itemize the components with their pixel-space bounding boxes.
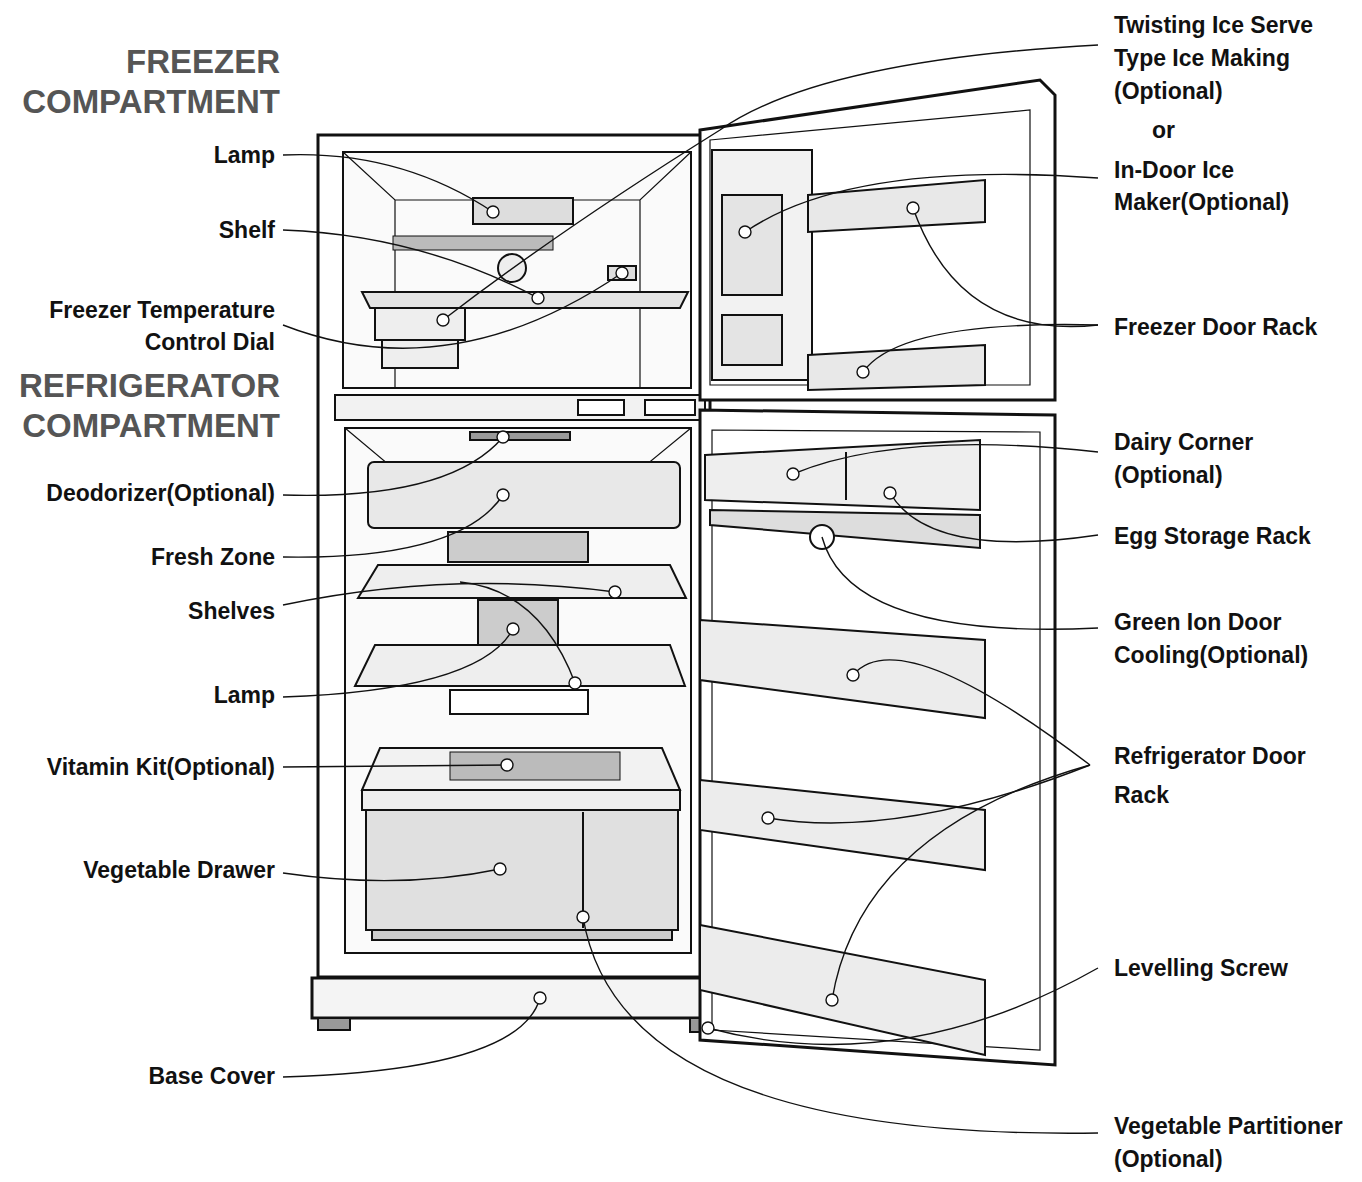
part-label: Shelves [0,595,275,627]
part-label: Twisting Ice Serve Type Ice Making (Opti… [1114,9,1359,108]
part-label: In-Door Ice Maker(Optional) [1114,154,1344,218]
connector-word: or [1152,114,1212,146]
part-label: Freezer Temperature Control Dial [0,294,275,358]
part-label: Green Ion Door Cooling(Optional) [1114,606,1344,672]
part-label: Vitamin Kit(Optional) [0,751,275,783]
part-label: Egg Storage Rack [1114,520,1362,552]
part-label: Vegetable Drawer [0,854,275,886]
part-label: Freezer Door Rack [1114,311,1362,343]
part-label: Shelf [0,214,275,246]
part-label: Deodorizer(Optional) [0,477,275,509]
section-heading: FREEZER COMPARTMENT [0,42,280,122]
part-label: Levelling Screw [1114,952,1362,984]
part-label: Fresh Zone [0,541,275,573]
part-label: Lamp [0,679,275,711]
part-label: Vegetable Partitioner (Optional) [1114,1110,1362,1176]
section-heading: REFRIGERATOR COMPARTMENT [0,366,280,446]
part-label: Base Cover [0,1060,275,1092]
part-label: Refrigerator Door Rack [1114,737,1334,815]
part-label: Lamp [0,139,275,171]
part-label: Dairy Corner (Optional) [1114,426,1314,492]
